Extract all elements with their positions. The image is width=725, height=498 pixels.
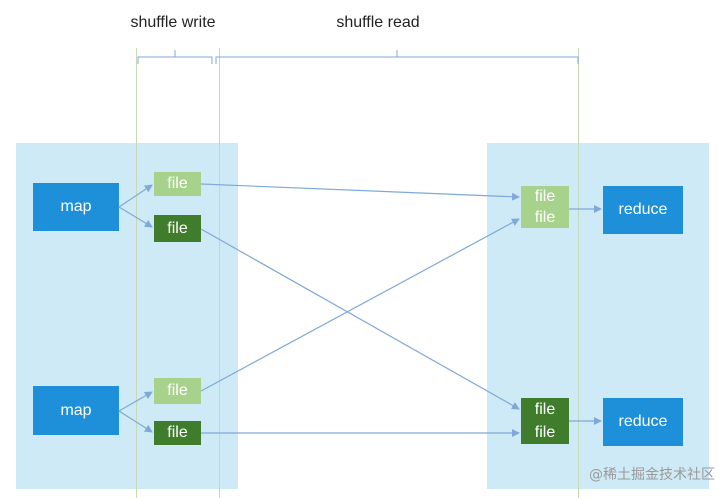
shuffle-read-label: shuffle read — [336, 14, 420, 31]
reduce-node-top: reduce — [603, 186, 683, 234]
arrow-file3-read-top — [200, 218, 520, 392]
reduce-node-bottom: reduce — [603, 398, 683, 446]
map-node-bottom: map — [33, 386, 119, 435]
watermark: @稀土掘金技术社区 — [589, 467, 715, 483]
shuffle-write-label: shuffle write — [130, 14, 216, 31]
shuffle-write-bracket — [137, 50, 213, 64]
shuffle-write-right-guide — [219, 48, 220, 498]
write-file-1: file — [154, 172, 201, 196]
read-file-top-2: file — [521, 207, 569, 228]
write-file-3: file — [154, 378, 201, 404]
shuffle-read-bracket — [215, 50, 579, 64]
arrow-file2-read-bottom — [200, 228, 520, 410]
shuffle-write-left-guide — [136, 48, 137, 498]
map-node-top: map — [33, 183, 119, 231]
read-file-bottom-2: file — [521, 421, 569, 444]
shuffle-read-right-guide — [578, 48, 579, 498]
read-file-top-1: file — [521, 186, 569, 207]
write-file-2: file — [154, 215, 201, 242]
write-file-4: file — [154, 421, 201, 445]
arrow-file1-read-top — [200, 183, 520, 201]
read-file-group-top: file file — [521, 186, 569, 228]
read-file-bottom-1: file — [521, 398, 569, 421]
read-file-group-bottom: file file — [521, 398, 569, 444]
